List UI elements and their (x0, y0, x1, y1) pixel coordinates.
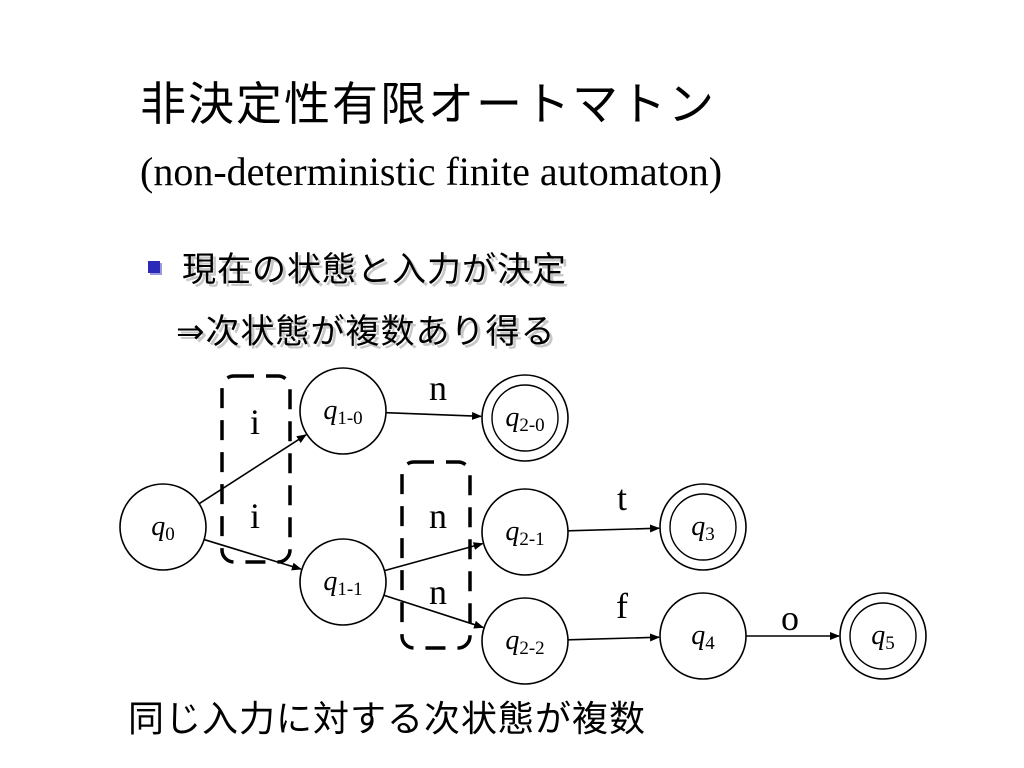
page-subtitle: (non-deterministic finite automaton) (140, 149, 723, 194)
state-label-q1-0: q1-0 (323, 395, 362, 429)
accepting-ring-q2-0 (491, 384, 559, 452)
state-label-q2-0: q2-0 (505, 402, 544, 436)
state-q3: q3 (659, 483, 747, 571)
state-label-q0: q0 (151, 511, 175, 545)
transition-label-q1-0-q2-0: n (429, 368, 447, 408)
transition-label-q2-2-q4: f (616, 586, 628, 626)
nondeterminism-box-n (400, 460, 472, 650)
transition-arrow-q2-1-q3 (567, 524, 661, 533)
state-label-q4: q4 (691, 620, 715, 654)
state-label-q2-2: q2-2 (505, 625, 544, 659)
transition-arrow-q1-1-q2-2 (383, 594, 485, 629)
state-q5: q5 (839, 592, 927, 680)
bullet-square-icon (148, 261, 160, 273)
bullet-line-2: ⇒次状態が複数あり得る (176, 312, 556, 352)
transition-label-q1-1-q2-2: n (429, 572, 447, 612)
bullet-line-1: 現在の状態と入力が決定 (182, 250, 567, 290)
state-circle-q3 (659, 483, 747, 571)
state-label-q2-1: q2-1 (505, 516, 544, 550)
state-q1-1: q1-1 (299, 538, 387, 626)
state-q4: q4 (659, 592, 747, 680)
footer-caption: 同じ入力に対する次状態が複数 (128, 699, 647, 740)
state-circle-q1-0 (299, 367, 387, 455)
state-circle-q2-2 (481, 597, 569, 685)
state-label-q3: q3 (691, 511, 715, 545)
state-q2-2: q2-2 (481, 597, 569, 685)
state-q2-1: q2-1 (481, 488, 569, 576)
transition-label-q0-q1-1: i (250, 496, 260, 536)
state-q2-0: q2-0 (481, 374, 569, 462)
transition-label-q4-q5: o (781, 598, 799, 638)
state-circle-q1-1 (299, 538, 387, 626)
nondeterminism-box-i (220, 374, 292, 564)
transition-arrow-q2-2-q4 (567, 633, 661, 642)
transition-label-q2-1-q3: t (617, 478, 627, 518)
state-circle-q5 (839, 592, 927, 680)
transition-arrow-q0-q1-0 (198, 434, 307, 505)
state-q0: q0 (119, 483, 207, 571)
transition-arrow-q1-0-q2-0 (385, 411, 483, 420)
state-circle-q4 (659, 592, 747, 680)
state-q1-0: q1-0 (299, 367, 387, 455)
transition-label-q0-q1-0: i (250, 402, 260, 442)
state-circle-q0 (119, 483, 207, 571)
transition-label-q1-1-q2-1: n (429, 496, 447, 536)
accepting-ring-q3 (669, 493, 737, 561)
state-label-q5: q5 (871, 620, 895, 654)
transition-arrow-q1-1-q2-1 (384, 542, 484, 572)
accepting-ring-q5 (849, 602, 917, 670)
state-circle-q2-1 (481, 488, 569, 576)
page-title: 非決定性有限オートマトン (140, 77, 716, 131)
state-label-q1-1: q1-1 (323, 566, 362, 600)
transition-arrow-q0-q1-1 (203, 538, 302, 571)
state-circle-q2-0 (481, 374, 569, 462)
